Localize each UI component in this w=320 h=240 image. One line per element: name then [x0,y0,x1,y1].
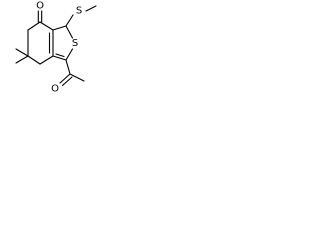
bond-c1-carbonyl [65,59,71,75]
bond-c6-methyl-b [15,55,29,64]
bond-c3a-c3 [52,25,67,31]
chemical-structure-diagram: O S S O [15,1,97,95]
bond-c7a-c7 [39,55,54,65]
bond-c7-c6 [27,55,41,65]
ring-sulfur-label: S [72,38,78,49]
bond-c5-c4 [27,21,41,31]
bond-c1-c7a-inner [55,53,65,58]
bond-s-methyl [85,5,97,12]
acetyl-oxygen-label: O [51,84,59,95]
bond-c3-s-methylthio [65,14,74,27]
bond-s2-c1 [65,48,74,61]
bond-carbonyl-o-a [59,73,71,84]
bond-c4-c3a [39,21,54,31]
bond-carbonyl-methyl [69,73,85,82]
bond-carbonyl-o-b [61,76,73,87]
bond-c3-s2 [65,25,74,39]
bond-c6-methyl-a [15,48,29,57]
ketone-oxygen-label: O [36,1,44,12]
bond-c1-c7a [52,55,67,61]
thioether-sulfur-label: S [76,6,82,17]
